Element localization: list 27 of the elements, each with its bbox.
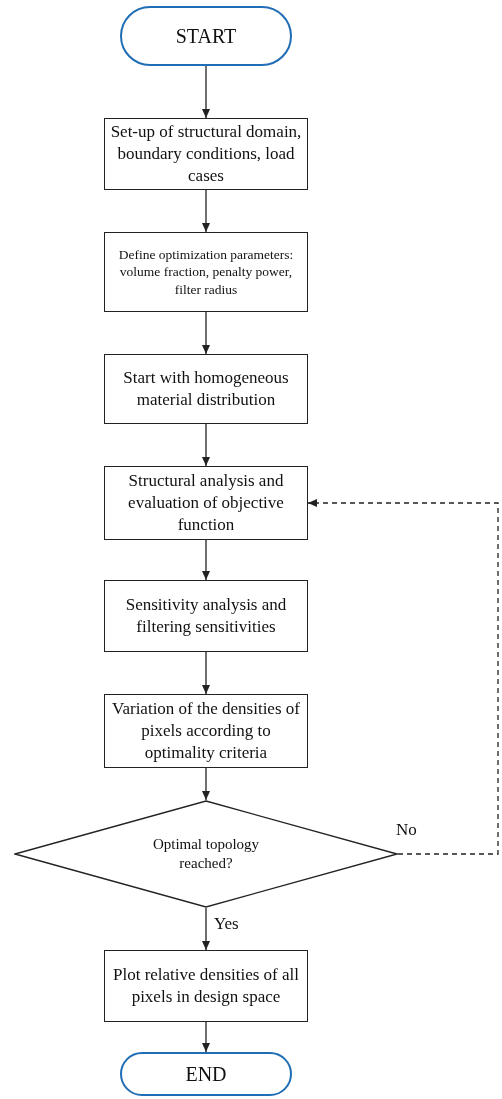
arrow (202, 65, 210, 119)
arrow (202, 423, 210, 467)
terminal-label: START (174, 24, 238, 49)
terminal-label: END (184, 1062, 228, 1087)
terminal-box (120, 6, 292, 66)
arrow (202, 651, 210, 695)
step-label: Variation of the densities of pixels according to optimality criteria (111, 697, 301, 765)
process-box (104, 466, 308, 540)
arrow (202, 907, 210, 951)
step-label: Set-up of structural domain, boundary conditions, load cases (109, 120, 303, 188)
process-box (104, 354, 308, 424)
step-label: Sensitivity analysis and filtering sensitivities (124, 593, 288, 638)
arrow (202, 311, 210, 355)
decision-label: Optimal topology reached? (151, 834, 261, 873)
process-box (104, 950, 308, 1022)
step-label: Structural analysis and evaluation of objective function (127, 469, 285, 537)
arrow (202, 539, 210, 581)
arrow (202, 1021, 210, 1053)
process-box (104, 580, 308, 652)
terminal-box (120, 1052, 292, 1096)
step-label: Start with homogeneous material distribution (122, 366, 290, 411)
arrow (202, 189, 210, 233)
step-label: Plot relative densities of all pixels in design space (112, 963, 300, 1008)
arrow (202, 767, 210, 801)
process-box (104, 232, 308, 312)
step-label: Define optimization parameters: volume fraction, penalty power, filter radius (117, 245, 295, 299)
dashed-arrow (307, 499, 499, 855)
